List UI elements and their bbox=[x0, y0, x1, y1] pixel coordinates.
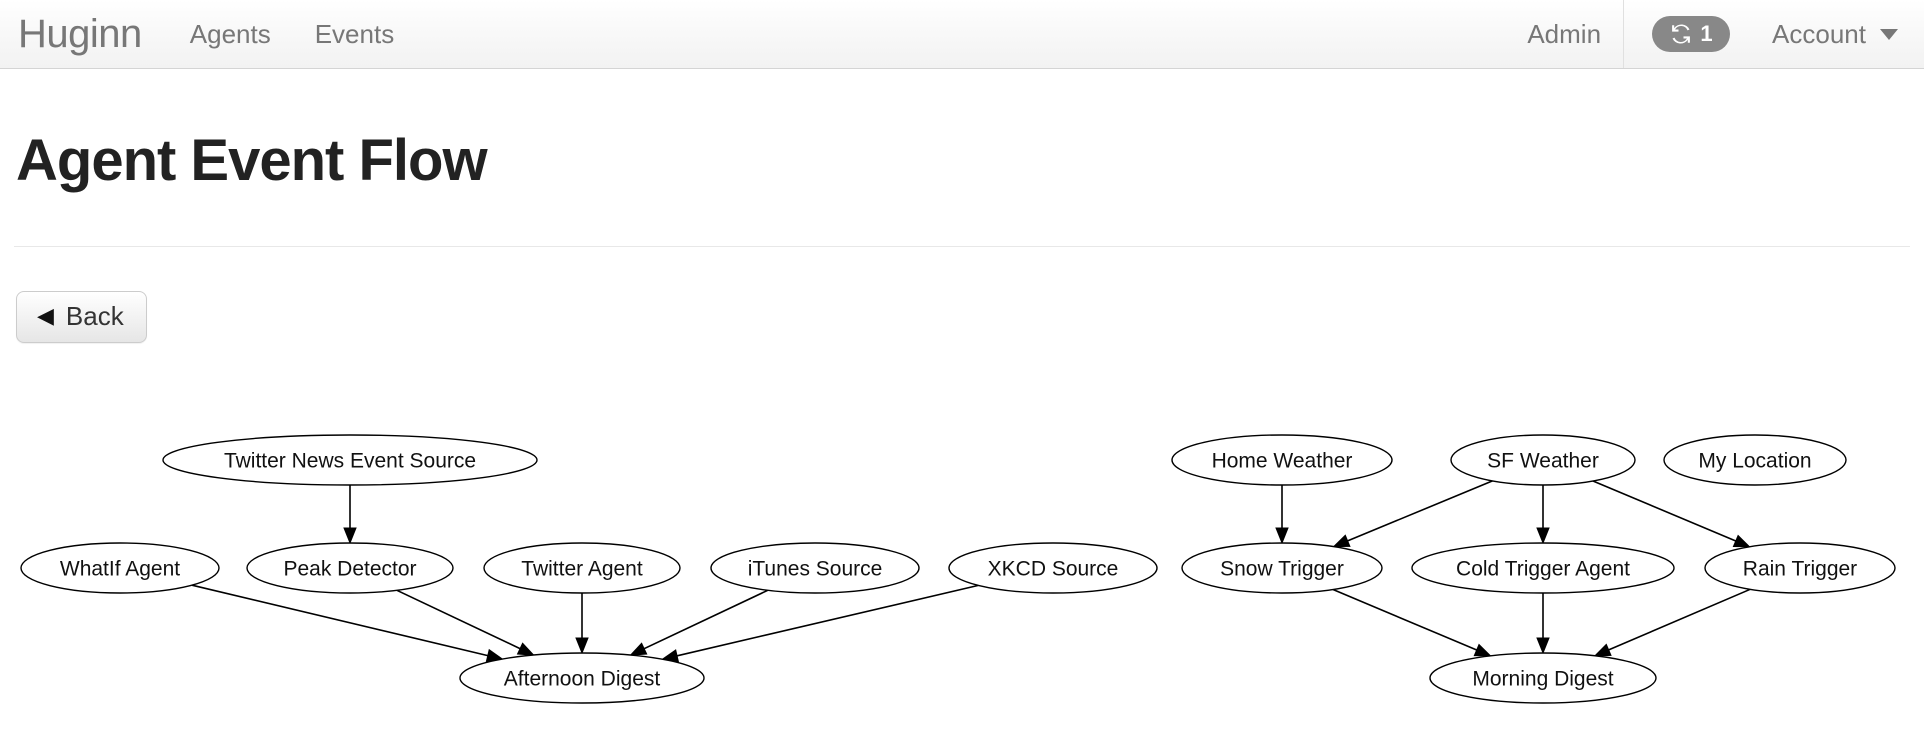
node-label: iTunes Source bbox=[748, 558, 883, 581]
node-label: Peak Detector bbox=[283, 558, 416, 581]
edge-arrowhead bbox=[1536, 527, 1550, 545]
node-ellipse[interactable] bbox=[1663, 434, 1847, 486]
chevron-left-icon: ◀ bbox=[37, 303, 54, 328]
graph-edge bbox=[343, 485, 357, 545]
graph-node-home_weather[interactable]: Home Weather bbox=[1171, 434, 1393, 486]
node-label: Home Weather bbox=[1212, 450, 1353, 473]
worker-status-wrapper[interactable]: 1 bbox=[1624, 0, 1758, 68]
node-label: XKCD Source bbox=[988, 558, 1119, 581]
graph-edge bbox=[396, 589, 535, 656]
graph-edge bbox=[1592, 480, 1751, 548]
edge-arrowhead bbox=[629, 642, 648, 656]
graph-edge bbox=[1275, 485, 1289, 545]
node-ellipse[interactable] bbox=[1171, 434, 1393, 486]
edge-line bbox=[676, 584, 979, 657]
status-badge[interactable]: 1 bbox=[1652, 16, 1731, 52]
node-ellipse[interactable] bbox=[20, 542, 220, 594]
graph-node-sf_weather[interactable]: SF Weather bbox=[1450, 434, 1636, 486]
graph-edges bbox=[191, 480, 1751, 663]
account-dropdown[interactable]: Account bbox=[1758, 0, 1924, 68]
graph-node-peak_detector[interactable]: Peak Detector bbox=[246, 542, 454, 594]
main-navbar: Huginn Agents Events Admin 1 Account bbox=[0, 0, 1924, 69]
edge-arrowhead bbox=[1536, 637, 1550, 655]
graph-node-itunes_source[interactable]: iTunes Source bbox=[710, 542, 920, 594]
graph-node-morning_digest[interactable]: Morning Digest bbox=[1429, 652, 1657, 704]
node-label: Cold Trigger Agent bbox=[1456, 558, 1630, 581]
nav-item-events[interactable]: Events bbox=[314, 18, 395, 49]
edge-line bbox=[1592, 480, 1737, 542]
refresh-icon bbox=[1669, 22, 1693, 46]
edge-arrowhead bbox=[1473, 643, 1492, 657]
navbar-left-group: Huginn Agents Events bbox=[0, 0, 416, 68]
account-label: Account bbox=[1772, 18, 1866, 49]
back-button[interactable]: ◀ Back bbox=[16, 291, 147, 343]
back-button-label: Back bbox=[65, 301, 124, 331]
node-ellipse[interactable] bbox=[483, 542, 681, 594]
node-ellipse[interactable] bbox=[1181, 542, 1383, 594]
node-ellipse[interactable] bbox=[1429, 652, 1657, 704]
node-label: Twitter News Event Source bbox=[224, 450, 476, 473]
node-ellipse[interactable] bbox=[948, 542, 1158, 594]
title-divider bbox=[14, 246, 1910, 247]
graph-edge bbox=[1536, 593, 1550, 655]
nav-item-agents[interactable]: Agents bbox=[189, 18, 271, 49]
node-ellipse[interactable] bbox=[710, 542, 920, 594]
node-label: SF Weather bbox=[1487, 450, 1599, 473]
edge-line bbox=[643, 589, 769, 650]
graph-edge bbox=[1536, 485, 1550, 545]
node-label: Rain Trigger bbox=[1743, 558, 1857, 581]
edge-arrowhead bbox=[575, 637, 589, 655]
graph-node-afternoon_digest[interactable]: Afternoon Digest bbox=[459, 652, 705, 704]
node-label: Twitter Agent bbox=[521, 558, 643, 581]
graph-edge bbox=[661, 584, 979, 663]
page-container: Agent Event Flow ◀ Back bbox=[0, 69, 1924, 343]
edge-line bbox=[396, 589, 521, 650]
edge-line bbox=[1608, 588, 1751, 651]
graph-node-my_location[interactable]: My Location bbox=[1663, 434, 1847, 486]
node-ellipse[interactable] bbox=[1450, 434, 1636, 486]
graph-edge bbox=[1332, 480, 1493, 548]
graph-edge bbox=[191, 584, 504, 662]
graph-node-rain_trigger[interactable]: Rain Trigger bbox=[1704, 542, 1896, 594]
graph-node-twitter_agent[interactable]: Twitter Agent bbox=[483, 542, 681, 594]
node-label: Snow Trigger bbox=[1220, 558, 1344, 581]
graph-edge bbox=[629, 589, 769, 656]
node-label: WhatIf Agent bbox=[60, 558, 180, 581]
graph-edge bbox=[575, 593, 589, 655]
graph-node-snow_trigger[interactable]: Snow Trigger bbox=[1181, 542, 1383, 594]
edge-arrowhead bbox=[343, 527, 357, 545]
nav-item-admin[interactable]: Admin bbox=[1527, 19, 1602, 49]
edge-arrowhead bbox=[1732, 534, 1751, 548]
edge-arrowhead bbox=[1275, 527, 1289, 545]
navbar-divider bbox=[1623, 0, 1625, 68]
status-badge-count: 1 bbox=[1700, 21, 1713, 46]
graph-node-whatif_agent[interactable]: WhatIf Agent bbox=[20, 542, 220, 594]
node-ellipse[interactable] bbox=[459, 652, 705, 704]
page-title: Agent Event Flow bbox=[16, 128, 488, 193]
node-ellipse[interactable] bbox=[1704, 542, 1896, 594]
edge-arrowhead bbox=[1332, 534, 1351, 548]
graph-node-xkcd_source[interactable]: XKCD Source bbox=[948, 542, 1158, 594]
node-label: Afternoon Digest bbox=[504, 668, 661, 691]
graph-node-cold_trigger_agent[interactable]: Cold Trigger Agent bbox=[1411, 542, 1675, 594]
graph-edge bbox=[1593, 588, 1751, 657]
node-ellipse[interactable] bbox=[1411, 542, 1675, 594]
navbar-right-group: Admin 1 Account bbox=[1505, 0, 1924, 68]
graph-edge bbox=[1332, 588, 1492, 657]
node-ellipse[interactable] bbox=[162, 434, 538, 486]
edge-line bbox=[1332, 588, 1478, 651]
graph-node-twitter_news_event_source[interactable]: Twitter News Event Source bbox=[162, 434, 538, 486]
edge-line bbox=[191, 584, 488, 657]
edge-arrowhead bbox=[516, 642, 535, 656]
edge-line bbox=[1347, 480, 1493, 542]
node-ellipse[interactable] bbox=[246, 542, 454, 594]
edge-arrowhead bbox=[1593, 643, 1612, 657]
brand-logo[interactable]: Huginn bbox=[18, 11, 142, 56]
node-label: Morning Digest bbox=[1472, 668, 1613, 691]
chevron-down-icon bbox=[1880, 28, 1898, 40]
node-label: My Location bbox=[1698, 450, 1811, 473]
